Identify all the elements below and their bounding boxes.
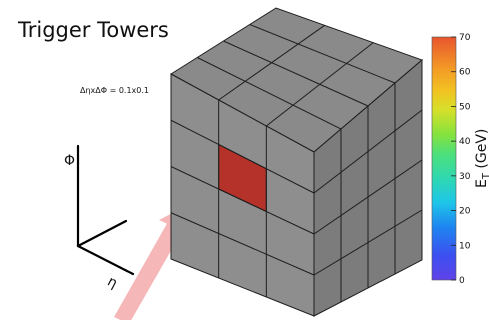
front-row-line bbox=[170, 212, 315, 276]
top-depth-line bbox=[223, 40, 369, 107]
phi-axis-label: Φ bbox=[64, 153, 75, 169]
colorbar-tick-label: 50 bbox=[459, 102, 471, 112]
arrow-shaft bbox=[114, 220, 184, 320]
colorbar-tick-label: 10 bbox=[459, 241, 471, 251]
colorbar-tick-label: 20 bbox=[459, 207, 471, 217]
colorbar-gradient bbox=[431, 36, 457, 281]
third-axis bbox=[76, 219, 128, 248]
eta-axis-label: η bbox=[105, 274, 120, 292]
top-depth-line bbox=[197, 57, 342, 130]
colorbar-title: ET (GeV) bbox=[474, 129, 489, 188]
tower-grid-lines bbox=[170, 24, 423, 302]
colorbar-tick-label: 60 bbox=[459, 68, 471, 78]
granularity-label: ΔηxΔΦ = 0.1x0.1 bbox=[80, 86, 150, 95]
colorbar-title-symbol: E bbox=[474, 179, 489, 188]
colorbar-title-subscript: T bbox=[481, 172, 489, 180]
figure-title: Trigger Towers bbox=[18, 18, 169, 42]
colorbar-ticks: 70 60 50 40 30 20 10 0 bbox=[451, 33, 471, 286]
eta-axis bbox=[76, 244, 135, 276]
colorbar-tick-label: 0 bbox=[459, 276, 465, 286]
colorbar-tick-label: 40 bbox=[459, 137, 471, 147]
coordinate-axes bbox=[76, 144, 135, 276]
energy-colorbar: 70 60 50 40 30 20 10 0 ET (GeV) bbox=[431, 33, 489, 286]
top-depth-line bbox=[249, 24, 396, 84]
tower-block bbox=[170, 7, 423, 317]
front-row-line bbox=[170, 166, 315, 235]
front-row-line bbox=[170, 119, 315, 194]
colorbar-tick-label: 30 bbox=[459, 172, 471, 182]
colorbar-tick-label: 70 bbox=[459, 33, 471, 43]
colorbar-title-unit: (GeV) bbox=[474, 129, 489, 173]
